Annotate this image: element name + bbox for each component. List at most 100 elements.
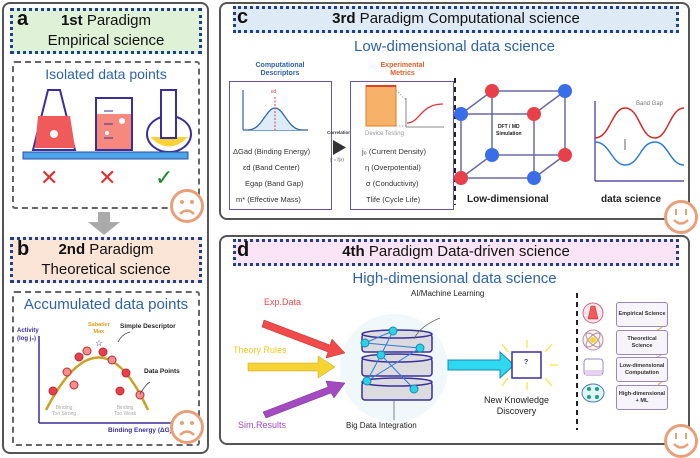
panel-d-title-ordinal: 4th — [342, 243, 365, 260]
ml-legend-icon — [581, 383, 605, 403]
panel-c-letter: c — [237, 6, 249, 28]
panel-a-content-box — [12, 61, 200, 209]
descriptor-item: Egap (Band Gap) — [245, 179, 304, 188]
panel-a-title-text: Paradigm — [82, 12, 152, 29]
metrics-box — [350, 81, 454, 210]
device-testing-label: Device Testing — [365, 131, 404, 137]
y-axis-label-line1: Activity — [17, 328, 39, 334]
atom — [527, 171, 541, 185]
panel-a-title: 1st Paradigm — [10, 12, 202, 29]
atom — [485, 148, 499, 162]
discovery-box — [511, 351, 542, 379]
metrics-title-line2: Metrics — [390, 70, 415, 77]
band-gap-label: Band Gap — [636, 101, 664, 107]
panel-b-letter: b — [17, 238, 30, 260]
simulation-label-line2: Simulation — [496, 131, 522, 137]
check-mark: ✓ — [155, 165, 174, 190]
descriptors-title-line2: Descriptors — [260, 70, 300, 77]
data-point — [62, 367, 72, 377]
data-point — [74, 352, 84, 362]
function-label: y = f(x) — [330, 157, 344, 162]
metric-item: η (Overpotential) — [365, 163, 421, 172]
happy-face-icon — [664, 200, 698, 234]
data-point — [115, 386, 125, 396]
panel-b-title-ordinal: 2nd — [58, 241, 86, 258]
peak-symbol: εd — [271, 89, 277, 95]
data-point — [107, 355, 117, 365]
shelf — [22, 151, 189, 160]
atom — [527, 107, 541, 121]
panel-d-section-label: High-dimensional data science — [352, 270, 557, 287]
panel-c-title: 3rd Paradigm Computational science — [233, 10, 679, 27]
panel-b-content-box — [12, 291, 200, 446]
panel-b-section-label: Accumulated data points — [23, 296, 189, 313]
exp-data-arrow — [261, 319, 346, 359]
too-weak-line1: Binding — [116, 405, 134, 411]
panel-a-title-ordinal: 1st — [60, 12, 83, 29]
ml-label: AI/Machine Learning — [411, 289, 485, 298]
atom — [454, 171, 468, 185]
simulation-label-line1: DFT / MD — [497, 124, 520, 130]
sabatier-label-line1: Sabatier — [88, 322, 110, 328]
data-point — [98, 347, 108, 357]
data-science-label: data science — [601, 194, 662, 205]
panel-a-header — [10, 8, 202, 54]
correlation-label: Correlation — [327, 130, 352, 135]
metric-item: j₀ (Current Density) — [362, 147, 426, 156]
panel-d-title: 4th Paradigm Data-driven science — [233, 243, 679, 260]
atom — [558, 148, 572, 162]
conduction-band-line — [594, 107, 685, 139]
panel-c-title-text: Paradigm Computational science — [355, 10, 580, 27]
valence-band-line — [594, 141, 685, 166]
sad-face-icon — [170, 189, 204, 223]
panel-d-header — [233, 239, 679, 266]
database-stack-icon — [361, 329, 433, 401]
data-point — [82, 346, 92, 356]
sim-results-label: Sim.Results — [238, 420, 287, 430]
network-node — [409, 384, 419, 394]
discovery-label-line2: Discovery — [496, 406, 537, 416]
too-strong-line1: Binding — [55, 405, 73, 411]
too-weak-line2: Too Weak — [114, 411, 137, 417]
atom — [558, 84, 572, 98]
metric-item: σ (Conductivity) — [366, 179, 419, 188]
panel-c-header — [233, 6, 679, 33]
happy-face-icon — [664, 424, 698, 458]
sabatier-label-line2: Max — [93, 329, 105, 335]
low-dimensional-label: Low-dimensional — [467, 194, 549, 205]
network-node — [360, 338, 370, 348]
legend-low-dimensional: Low-dimensional Computation — [616, 357, 668, 382]
network-node — [376, 350, 386, 360]
data-point — [121, 368, 131, 378]
panel-b-header — [10, 237, 202, 283]
data-point — [69, 380, 79, 390]
descriptors-title-line1: Computational — [255, 62, 305, 69]
panel-b-title: 2nd Paradigm — [10, 241, 202, 258]
panel-a-section-label: Isolated data points — [45, 66, 167, 82]
exp-data-label: Exp.Data — [264, 297, 302, 307]
data-point — [135, 390, 145, 400]
panel-a-letter: a — [17, 8, 29, 30]
data-point — [48, 386, 58, 396]
discovery-label-line1: New Knowledge — [484, 395, 550, 405]
x-axis-label: Binding Energy (ΔG) — [108, 427, 172, 434]
correlation-arrow-icon — [333, 140, 346, 155]
descriptor-item: m* (Effective Mass) — [236, 195, 301, 204]
descriptor-curve — [44, 356, 150, 411]
descriptors-box — [229, 81, 332, 210]
theory-rules-label: Theory Rules — [233, 345, 287, 355]
descriptor-item: ΔGad (Binding Energy) — [233, 147, 311, 156]
cross-mark-1: ✕ — [40, 165, 59, 190]
descriptor-item: εd (Band Center) — [243, 163, 300, 172]
panel-a-subtitle: Empirical science — [47, 32, 165, 49]
simple-descriptor-label: Simple Descriptor — [120, 323, 176, 330]
metrics-title-line1: Experimental — [380, 62, 425, 69]
panel-c — [219, 2, 690, 220]
legend-empirical: Empirical Science — [616, 302, 668, 327]
